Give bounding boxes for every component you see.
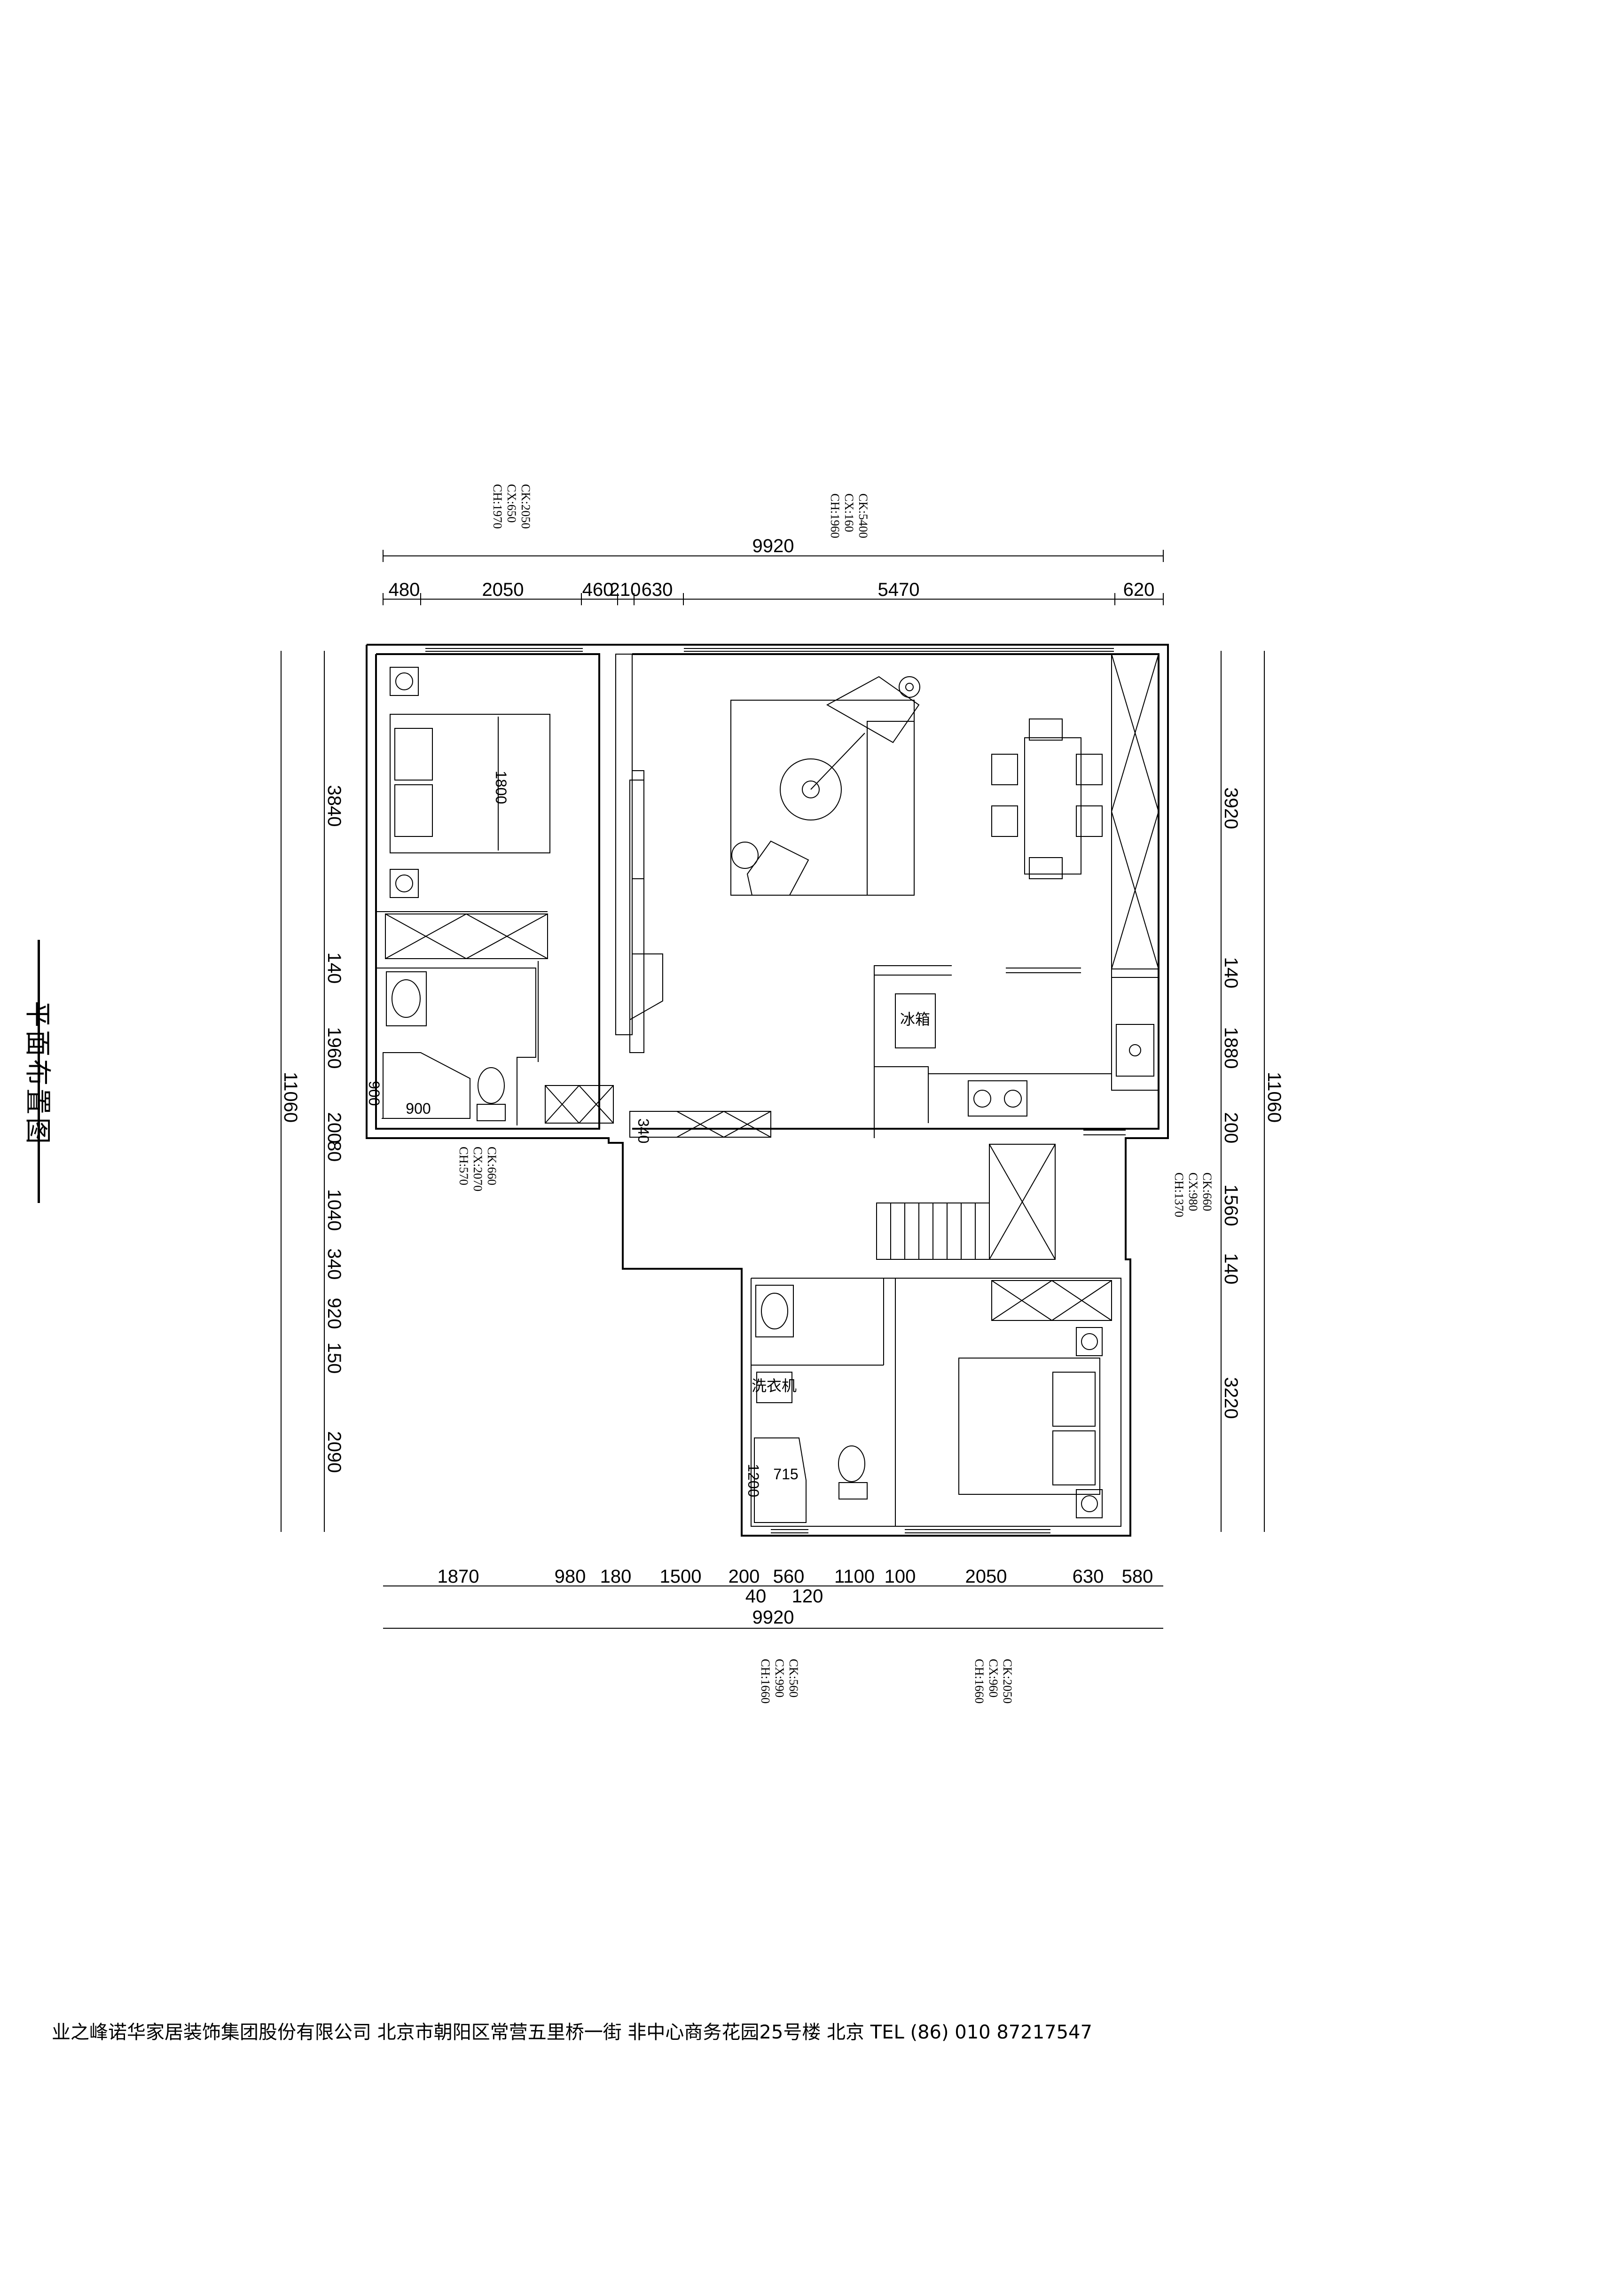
note-line: CX:990: [773, 1659, 786, 1697]
left-total-dim: 11060: [280, 1072, 301, 1123]
window-note-top-mid: CK:5400 CX:160 CH:1960: [828, 493, 870, 538]
top-seg-dim: 210: [610, 579, 641, 600]
right-seg-dim: 140: [1221, 1253, 1241, 1285]
note-line: CK:560: [787, 1659, 800, 1697]
note-line: CH:1970: [491, 484, 504, 529]
fridge-label: 冰箱: [900, 1011, 930, 1028]
left-seg-dim: 1040: [324, 1189, 345, 1231]
left-seg-dim: 200: [324, 1112, 345, 1144]
shower-a-height: 900: [366, 1081, 383, 1106]
note-line: CX:160: [842, 493, 856, 532]
bottom-seg-dim: 980: [555, 1566, 586, 1587]
note-line: CK:660: [485, 1147, 499, 1185]
left-seg-dim: 80: [324, 1141, 345, 1162]
top-seg-dim: 630: [642, 579, 673, 600]
bed-b: [958, 1358, 1100, 1495]
top-seg-dim: 460: [582, 579, 614, 600]
bottom-extra-dim: 40: [745, 1586, 767, 1607]
right-seg-dim: 1880: [1221, 1027, 1241, 1069]
right-seg-dim: 3920: [1221, 788, 1241, 829]
left-seg-dim: 1960: [324, 1027, 345, 1069]
left-dimensions: 11060 3840 140 1960 200 80 1040 340 920 …: [280, 651, 345, 1532]
note-line: CX:980: [1186, 1172, 1200, 1211]
bed-a: [390, 714, 550, 853]
right-seg-dim: 200: [1221, 1112, 1241, 1144]
window-note-right-mid: CK:660 CX:980 CH:1370: [1172, 1172, 1214, 1217]
title-underline: [38, 940, 40, 1203]
top-seg-dim: 2050: [482, 579, 524, 600]
bottom-seg-dim: 200: [729, 1566, 760, 1587]
bottom-seg-dim: 2050: [965, 1566, 1007, 1587]
top-dimensions: 9920 480 2050 460 210 630 5470 620: [383, 536, 1164, 605]
left-seg-dim: 3840: [324, 785, 345, 827]
note-line: CH:1960: [828, 493, 842, 538]
right-seg-dim: 140: [1221, 957, 1241, 989]
bottom-dimensions: 1870 980 180 1500 200 560 1100 100 2050 …: [383, 1566, 1163, 1629]
bottom-seg-dim: 1100: [834, 1566, 875, 1587]
note-line: CK:2050: [519, 484, 533, 529]
top-seg-dim: 620: [1123, 579, 1155, 600]
bottom-seg-dim: 180: [600, 1566, 632, 1587]
window-note-left-mid: CK:660 CX:2070 CH:570: [457, 1147, 499, 1191]
note-line: CH:1660: [759, 1659, 772, 1703]
note-line: CK:2050: [1001, 1659, 1014, 1703]
shower-b-width: 715: [773, 1466, 798, 1483]
right-seg-dim: 1560: [1221, 1185, 1241, 1226]
company-footer: 业之峰诺华家居装饰集团股份有限公司 北京市朝阳区常营五里桥一街 非中心商务花园2…: [52, 2022, 1092, 2043]
bottom-seg-dim: 1870: [438, 1566, 479, 1587]
left-seg-dim: 140: [324, 953, 345, 984]
bottom-seg-dim: 630: [1073, 1566, 1104, 1587]
window-note-top-left: CK:2050 CX:650 CH:1970: [491, 484, 533, 529]
top-seg-dim: 5470: [878, 579, 920, 600]
drawing-title-block: 平面布置图: [0, 940, 141, 1203]
left-seg-dim: 2090: [324, 1431, 345, 1473]
left-seg-dim: 340: [324, 1249, 345, 1280]
bottom-seg-dim: 1500: [660, 1566, 702, 1587]
bottom-seg-dim: 560: [773, 1566, 805, 1587]
bottom-total-dim: 9920: [752, 1607, 794, 1628]
shower-a-width: 900: [406, 1100, 431, 1117]
window-note-bottom-mid: CK:560 CX:990 CH:1660: [759, 1659, 800, 1703]
drawing-title: 平面布置图: [22, 942, 59, 1205]
top-seg-dim: 480: [389, 579, 420, 600]
note-line: CH:1370: [1172, 1172, 1186, 1217]
bed-width-label: 1800: [493, 771, 509, 804]
bottom-seg-dim: 580: [1122, 1566, 1153, 1587]
note-line: CX:650: [505, 484, 518, 523]
right-dimensions: 3920 140 1880 200 1560 140 3220 11060: [1221, 651, 1285, 1532]
note-line: CX:2070: [471, 1147, 485, 1191]
note-line: CX:960: [987, 1659, 1000, 1697]
note-line: CK:660: [1200, 1172, 1214, 1211]
bottom-seg-dim: 100: [885, 1566, 916, 1587]
note-line: CH:1660: [972, 1659, 986, 1703]
cabinet-depth-label: 340: [635, 1118, 652, 1143]
left-seg-dim: 920: [324, 1298, 345, 1329]
note-line: CK:5400: [856, 493, 870, 538]
washer-label: 洗衣机: [752, 1377, 797, 1394]
right-total-dim: 11060: [1264, 1072, 1285, 1123]
walls: 冰箱: [366, 644, 1169, 1537]
furniture: 1800 900 900: [366, 667, 1103, 1523]
bottom-extra-dim: 120: [792, 1586, 823, 1607]
note-line: CH:570: [457, 1147, 470, 1185]
right-seg-dim: 3220: [1221, 1377, 1241, 1419]
top-total-dim: 9920: [752, 536, 794, 556]
shower-b-height: 1200: [745, 1464, 762, 1497]
window-note-bottom-right: CK:2050 CX:960 CH:1660: [972, 1659, 1014, 1703]
left-seg-dim: 150: [324, 1343, 345, 1374]
